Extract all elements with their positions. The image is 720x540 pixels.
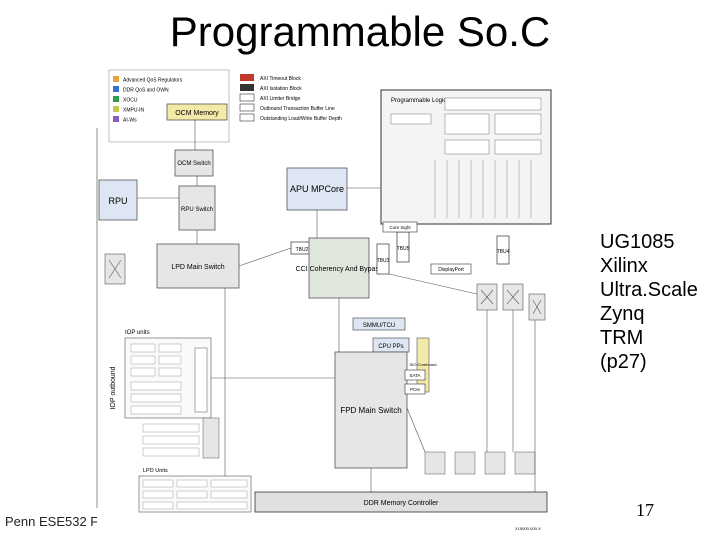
pcie-label: PCIe [410,387,421,392]
figure-id: X15000-000-X [515,526,541,531]
page-number: 17 [636,500,654,520]
rpu-block: RPU [98,179,138,221]
caption-line-6: (p27) [600,351,647,373]
iop-outbound-label: IOP outbound [110,366,117,409]
legend-swatch-3 [113,106,119,112]
tx-buffer-swatch [239,103,255,112]
tbu3-label: TBU3 [377,258,390,264]
interconnect-lines [137,120,536,492]
rpu-switch-block: RPU Switch [178,185,216,231]
legend-swatch-2 [113,96,119,102]
legend-swatch-1 [113,86,119,92]
slide-title: Programmable So.C [169,8,551,55]
cpu-pps-label: CPU PPs [378,344,403,350]
cpu-pps-block: CPU PPs [372,337,410,353]
caption-line-2: Xilinx [600,255,648,277]
legend-right-2: AXI Limiter Bridge [260,96,301,102]
cci-label: CCI Coherency And Bypass [296,266,383,273]
ocm-memory-block: OCM Memory [166,103,228,121]
displayport-block: DisplayPort [430,263,472,275]
legend-right: AXI Timeout Block AXI Isolation Block AX… [239,74,342,122]
tbu5-block: TBU5 [397,231,410,263]
legend-right-1: AXI Isolation Block [260,86,302,92]
legend-label-1: DDR QoS and OWN [123,88,169,94]
tbu4-block: TBU4 [497,235,510,265]
legend-swatch-0 [113,76,119,82]
caption: UG1085 Xilinx Ultra.Scale Zynq TRM (p27) [600,230,698,374]
cci-block: CCI Coherency And Bypass [296,237,383,299]
lpd-main-switch-block: LPD Main Switch [156,243,240,289]
iop-units-label: IOP units [125,330,150,336]
lpd-switch-label: LPD Main Switch [171,264,224,271]
smmu-tcu-block: SMMU/TCU [352,317,406,331]
sata-label: SATA [409,373,420,378]
core-sight-label: Core Sight [389,225,411,230]
timeout-block-swatch [240,74,254,81]
tbu3-block: TBU3 [377,243,390,275]
apu-label: APU MPCore [290,184,344,194]
ddr-controller-label: DDR Memory Controller [364,500,439,507]
programmable-logic-block: Programmable Logic [380,89,552,225]
lower-right-switches [424,451,536,475]
fpd-switch-label: FPD Main Switch [340,406,401,415]
peripheral-units [142,417,220,459]
small-switches-row [104,253,546,321]
outstanding-swatch [239,113,255,122]
tbu4-label: TBU4 [497,249,510,255]
caption-line-5: TRM [600,327,644,349]
fpd-main-switch-block: FPD Main Switch [334,351,408,469]
rpu-switch-label: RPU Switch [181,207,213,213]
legend-right-0: AXI Timeout Block [260,76,301,82]
legend-label-4: AI-Ws [123,118,137,124]
ocm-switch-label: OCM Switch [177,161,210,167]
tbu5-label: TBU5 [397,246,410,252]
rpu-label: RPU [108,196,127,206]
legend-label-2: XOCU [123,98,138,104]
lpd-units-block: LPD Units [138,468,252,513]
sata-pcie-blocks: SATA PCIe [404,369,426,395]
apu-block: APU MPCore [286,167,348,211]
ocm-switch-block: OCM Switch [174,149,214,177]
ocm-memory-label: OCM Memory [175,110,219,117]
legend-label-3: XMPU-IN [123,108,145,114]
caption-line-1: UG1085 [600,231,675,253]
isolation-block-swatch [240,84,254,91]
displayport-label: DisplayPort [438,267,464,273]
limiter-bridge-swatch [239,93,255,102]
sio-coreboard-label: SIO Coreboard [410,362,437,367]
caption-line-4: Zynq [600,303,645,325]
tbu2-label: TBU2 [296,247,309,253]
legend-swatch-4 [113,116,119,122]
iop-units-block: IOP units [124,330,212,419]
core-sight-block: Core Sight [382,221,418,233]
caption-line-3: Ultra.Scale [600,279,698,301]
pl-label: Programmable Logic [391,98,446,104]
footer-text: Penn ESE532 F [5,514,97,529]
ddr-controller-block: DDR Memory Controller [254,491,548,513]
legend-right-3: Outbound Transaction Buffer Line [260,106,335,112]
legend-right-4: Outstanding Load/Write Buffer Depth [260,116,342,122]
smmu-label: SMMU/TCU [363,323,395,329]
legend-label-0: Advanced QoS Regulators [123,78,183,84]
lpd-units-label: LPD Units [143,468,168,474]
